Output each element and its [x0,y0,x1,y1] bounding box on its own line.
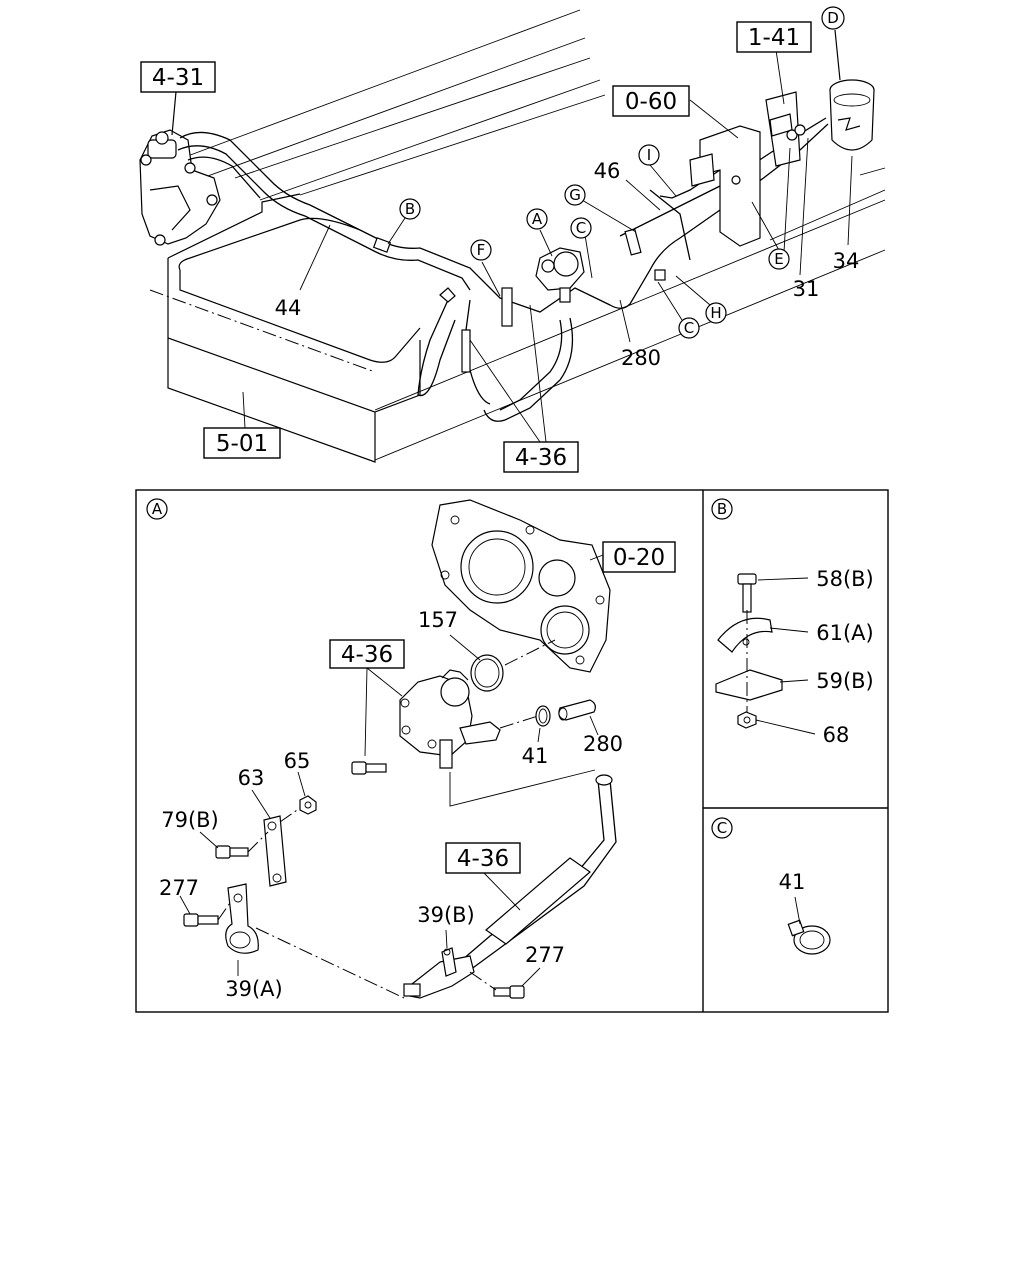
circle-label-d: D [821,6,845,30]
svg-text:4-36: 4-36 [457,846,509,872]
circle-label-i: I [638,144,660,166]
top-assembly-view: 4-31 1-41 0-60 5-01 4-36 B F A [139,6,886,473]
detail-b-panel: B 58(B) 61(A) 59(B) 68 [711,498,874,747]
svg-text:4-31: 4-31 [152,65,204,91]
bracket-63 [251,789,287,887]
detail-a-panel: A 0-20 157 [146,498,676,1001]
circle-label-c-bottom: C [678,317,700,339]
svg-text:1-41: 1-41 [748,25,800,51]
ref-box-0-20: 0-20 [602,541,676,573]
callout-46: 46 [594,159,621,183]
circle-label-e: E [768,248,790,270]
svg-text:4-36: 4-36 [341,642,393,668]
callout-39a: 39(A) [225,977,282,1001]
nut-68 [737,711,816,735]
detail-a-tag: A [146,498,168,520]
vane-pump [535,247,585,303]
nut-65 [279,771,317,823]
svg-text:A: A [152,500,163,518]
clip-bolt-b [469,967,541,999]
hose-clamp [499,705,551,743]
callout-65: 65 [284,749,311,773]
ref-box-4-36: 4-36 [503,441,579,473]
oil-reservoir [829,29,875,151]
clip-39a [225,883,405,999]
ref-box-5-01: 5-01 [203,427,281,459]
callout-41-a: 41 [522,744,549,768]
detail-b-tag: B [711,498,733,520]
bolt-277a [179,895,233,927]
detail-c-tag: C [711,817,733,839]
callout-63: 63 [238,766,265,790]
svg-text:D: D [827,9,839,27]
svg-text:G: G [569,186,581,204]
pump-body [399,669,501,769]
reservoir-brackets [689,91,806,247]
plate-59b [715,669,809,701]
circle-label-b: B [399,198,421,220]
svg-text:0-20: 0-20 [613,545,665,571]
gear-case-cover [431,499,611,673]
callout-280-a: 280 [583,732,623,756]
svg-text:C: C [684,319,694,337]
svg-text:I: I [647,146,651,164]
ref-box-4-36-pump: 4-36 [329,639,405,757]
circle-label-f: F [470,239,492,261]
svg-text:C: C [717,819,727,837]
svg-text:5-01: 5-01 [216,431,268,457]
svg-text:0-60: 0-60 [625,89,677,115]
ref-box-0-60: 0-60 [612,85,690,117]
callout-41-c: 41 [779,870,806,894]
ref-box-1-41: 1-41 [736,21,812,53]
hose-section [558,699,599,736]
callout-44: 44 [275,296,302,320]
callout-61a: 61(A) [816,621,873,645]
circle-label-c-top: C [570,217,592,239]
callout-58b: 58(B) [816,567,874,591]
bolt-58b [737,573,809,613]
callout-59b: 59(B) [816,669,874,693]
top-leader-lines [242,49,853,443]
svg-text:A: A [532,210,543,228]
o-ring [449,634,556,692]
clamp-61a [717,617,809,653]
steering-pipes [177,117,829,422]
callout-39b: 39(B) [417,903,475,927]
connection-line [449,769,596,807]
detail-c-panel: C 41 [711,817,831,955]
circle-label-h: H [705,302,727,324]
callout-79b: 79(B) [161,808,219,832]
callout-280: 280 [621,346,661,370]
svg-text:E: E [774,250,783,268]
callout-157: 157 [418,608,458,632]
svg-text:F: F [477,241,486,259]
svg-text:4-36: 4-36 [515,445,567,471]
svg-text:C: C [576,219,586,237]
pipe-clip-b [441,929,457,977]
circle-label-g: G [564,184,586,206]
svg-text:B: B [717,500,727,518]
frame-rails [149,9,886,461]
hose-clamp-41 [787,896,831,955]
pump-bolt [351,761,387,775]
detail-panels-frame [135,489,889,1013]
steering-gearbox [139,69,221,246]
ref-box-4-36-pipe: 4-36 [445,842,521,911]
return-pipe [403,774,617,999]
circle-label-a: A [526,208,548,230]
bolt-79b [199,831,269,859]
callout-277-a: 277 [159,876,199,900]
callout-34: 34 [833,249,860,273]
callout-68: 68 [823,723,850,747]
callout-277-b: 277 [525,943,565,967]
callout-31: 31 [793,277,820,301]
svg-text:B: B [405,200,415,218]
ref-box-4-31: 4-31 [140,61,216,93]
svg-text:H: H [710,304,721,322]
